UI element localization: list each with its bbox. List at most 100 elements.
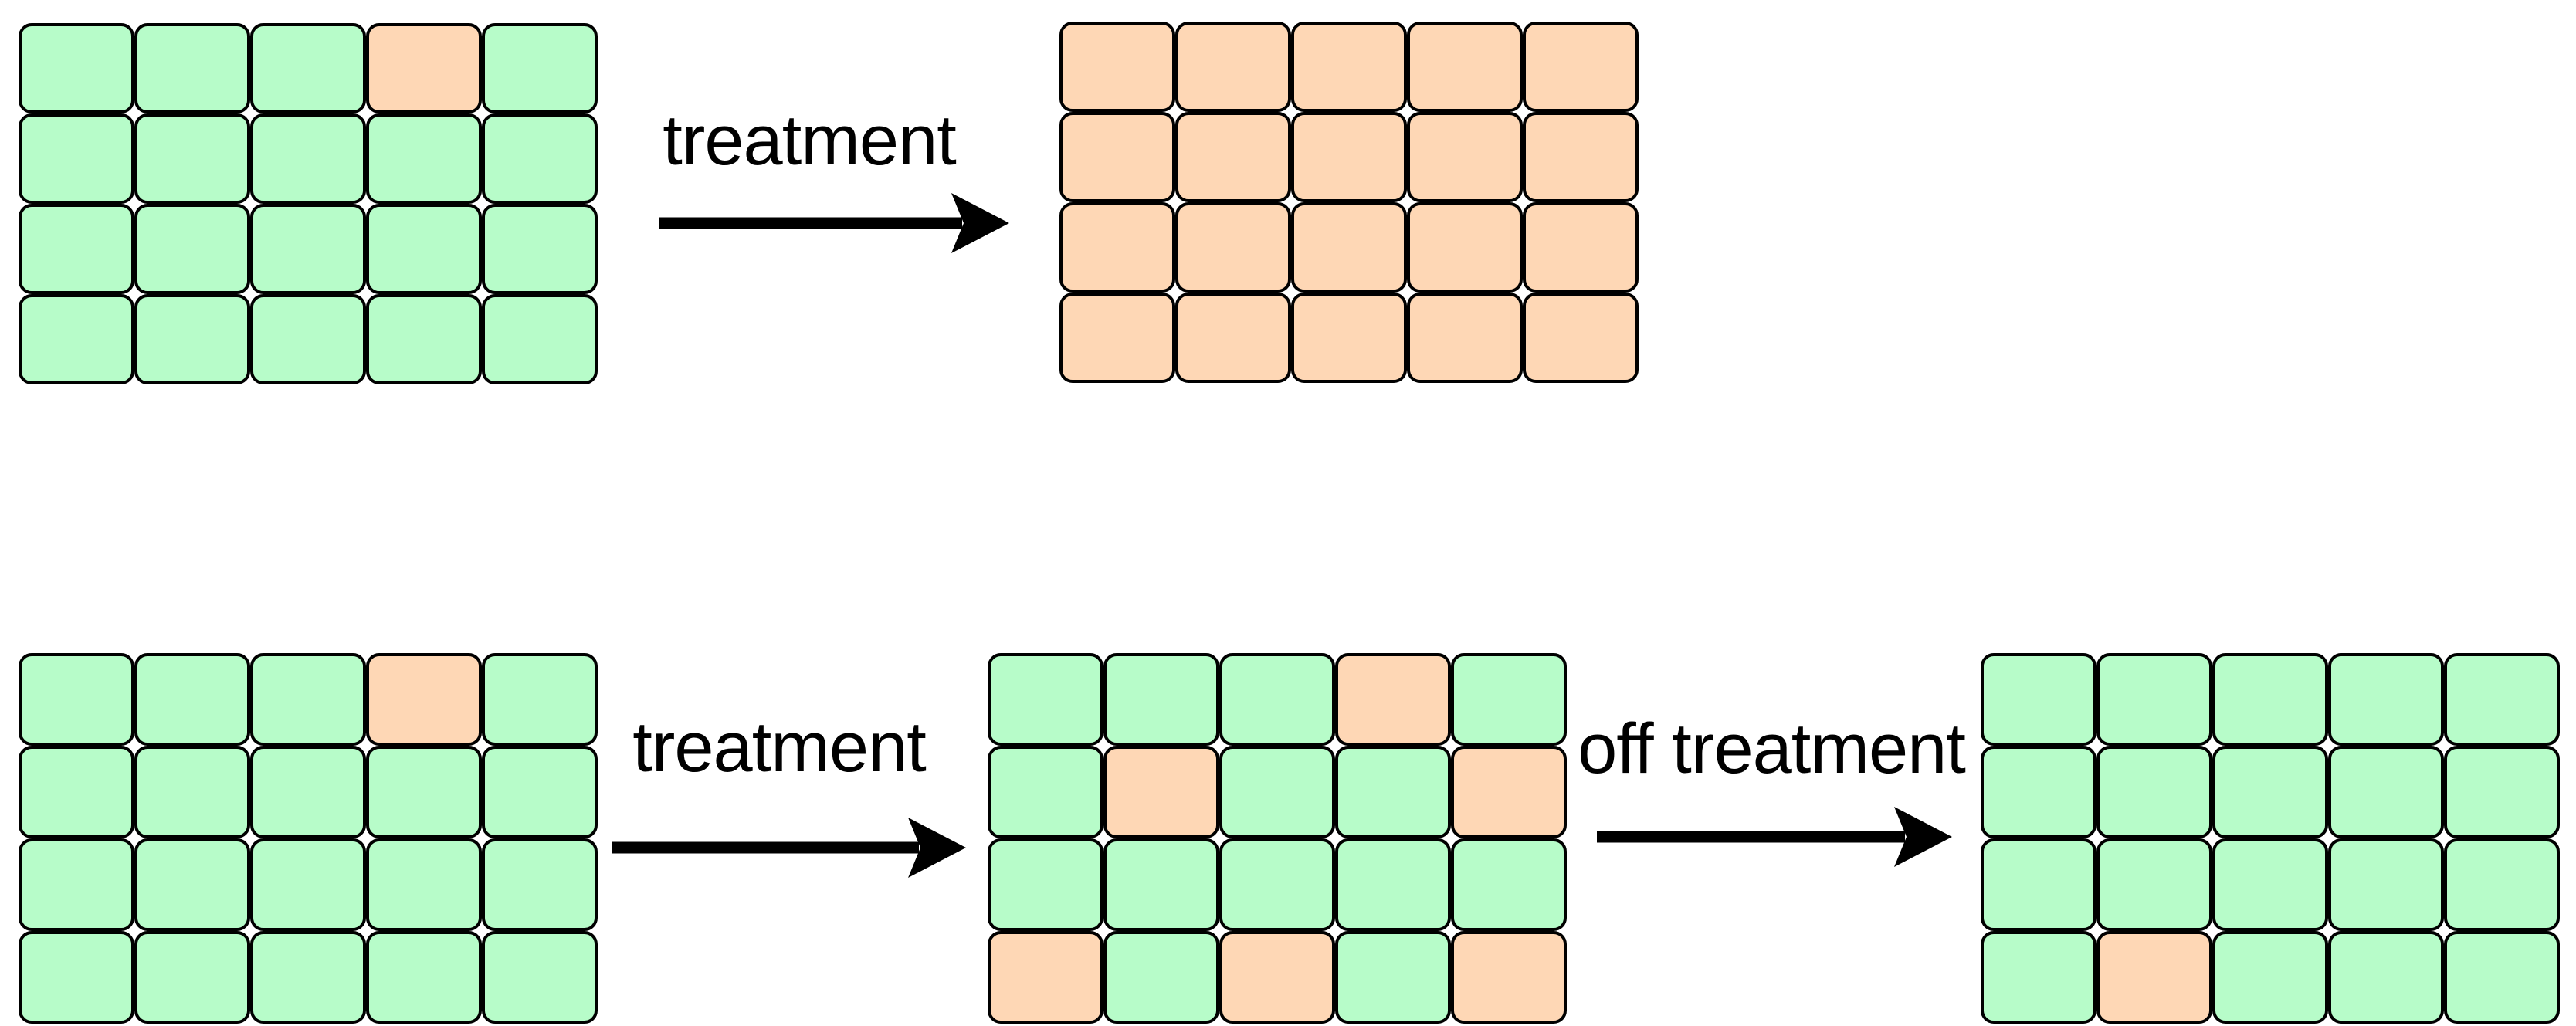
cell-r0c1-green <box>2096 653 2212 746</box>
cell-r1c0-green <box>988 746 1103 838</box>
cell-r1c3-green <box>366 113 482 204</box>
cell-r2c2-green <box>250 204 366 294</box>
cell-r3c2-green <box>2212 931 2328 1024</box>
cell-r2c1-orange <box>1175 202 1291 293</box>
cell-r0c2-green <box>2212 653 2328 746</box>
cell-r1c3-orange <box>1407 112 1523 202</box>
cell-r1c2-green <box>250 746 366 838</box>
cell-r0c0-orange <box>1059 22 1175 112</box>
grid-top-after-treatment <box>1059 22 1639 383</box>
cell-r3c1-green <box>134 931 250 1024</box>
cell-r2c2-green <box>1219 838 1335 931</box>
bottom-treatment-label: treatment <box>632 708 927 787</box>
cell-r1c3-green <box>1335 746 1451 838</box>
off-treatment-label: off treatment <box>1578 709 1966 788</box>
cell-r3c3-green <box>2328 931 2444 1024</box>
cell-r3c2-green <box>250 931 366 1024</box>
cell-r3c3-green <box>366 931 482 1024</box>
top-treatment-arrow <box>659 193 1009 253</box>
cell-r3c0-orange <box>988 931 1103 1024</box>
cell-r1c2-green <box>2212 746 2328 838</box>
cell-r0c0-green <box>1981 653 2096 746</box>
cell-r3c4-orange <box>1523 293 1639 383</box>
cell-r3c4-green <box>482 931 598 1024</box>
arrow-head-icon <box>908 818 966 878</box>
cell-r1c4-orange <box>1451 746 1567 838</box>
cell-r2c1-green <box>1103 838 1219 931</box>
cell-r0c0-green <box>19 23 134 113</box>
cell-r0c4-green <box>2444 653 2560 746</box>
cell-r1c4-green <box>482 746 598 838</box>
cell-r2c3-green <box>366 838 482 931</box>
arrow-head-icon <box>1894 807 1952 867</box>
cell-r1c4-green <box>2444 746 2560 838</box>
cell-r1c2-green <box>250 113 366 204</box>
cell-r3c1-green <box>1103 931 1219 1024</box>
cell-r0c3-orange <box>1335 653 1451 746</box>
cell-r3c0-green <box>19 931 134 1024</box>
cell-r3c4-green <box>2444 931 2560 1024</box>
cell-r1c2-green <box>1219 746 1335 838</box>
cell-r0c3-orange <box>366 23 482 113</box>
cell-r3c0-orange <box>1059 293 1175 383</box>
cell-r0c1-orange <box>1175 22 1291 112</box>
cell-r2c0-green <box>988 838 1103 931</box>
cell-r1c0-green <box>1981 746 2096 838</box>
cell-r1c1-green <box>2096 746 2212 838</box>
grid-bottom-off-treatment <box>1981 653 2560 1024</box>
cell-r3c3-green <box>1335 931 1451 1024</box>
cell-r3c1-green <box>134 294 250 384</box>
cell-r3c3-green <box>366 294 482 384</box>
cell-r3c4-orange <box>1451 931 1567 1024</box>
cell-r0c2-green <box>1219 653 1335 746</box>
cell-r2c4-green <box>482 204 598 294</box>
cell-r1c3-green <box>366 746 482 838</box>
cell-r2c2-orange <box>1291 202 1407 293</box>
cell-r3c3-orange <box>1407 293 1523 383</box>
cell-r0c1-green <box>134 23 250 113</box>
cell-r1c4-green <box>482 113 598 204</box>
cell-r2c2-green <box>250 838 366 931</box>
cell-r0c3-orange <box>366 653 482 746</box>
cell-r2c0-orange <box>1059 202 1175 293</box>
cell-r3c0-green <box>1981 931 2096 1024</box>
cell-r0c2-green <box>250 653 366 746</box>
cell-r0c0-green <box>988 653 1103 746</box>
cell-r3c0-green <box>19 294 134 384</box>
cell-r2c1-green <box>134 838 250 931</box>
cell-r3c1-orange <box>1175 293 1291 383</box>
cell-r1c0-green <box>19 113 134 204</box>
cell-r3c2-green <box>250 294 366 384</box>
cell-r0c4-green <box>1451 653 1567 746</box>
cell-r2c2-green <box>2212 838 2328 931</box>
grid-bottom-on-treatment <box>988 653 1567 1024</box>
cell-r1c1-orange <box>1103 746 1219 838</box>
cell-r1c1-green <box>134 746 250 838</box>
off-treatment-arrow <box>1597 807 1952 867</box>
cell-r1c1-green <box>134 113 250 204</box>
grid-bottom-before-treatment <box>19 653 598 1024</box>
cell-r0c4-green <box>482 653 598 746</box>
cell-r2c1-green <box>2096 838 2212 931</box>
cell-r0c2-orange <box>1291 22 1407 112</box>
top-treatment-label: treatment <box>663 101 957 180</box>
cell-r3c2-orange <box>1219 931 1335 1024</box>
cell-r1c3-green <box>2328 746 2444 838</box>
cell-r2c1-green <box>134 204 250 294</box>
cell-r3c4-green <box>482 294 598 384</box>
cell-r2c0-green <box>1981 838 2096 931</box>
cell-r2c4-green <box>2444 838 2560 931</box>
cell-r1c0-orange <box>1059 112 1175 202</box>
cell-r2c3-green <box>366 204 482 294</box>
bottom-treatment-arrow <box>612 818 966 878</box>
cell-r2c3-green <box>1335 838 1451 931</box>
cell-r2c3-green <box>2328 838 2444 931</box>
cell-r2c4-orange <box>1523 202 1639 293</box>
cell-r1c0-green <box>19 746 134 838</box>
cell-r3c1-orange <box>2096 931 2212 1024</box>
cell-r2c0-green <box>19 204 134 294</box>
cell-r2c3-orange <box>1407 202 1523 293</box>
cell-r1c4-orange <box>1523 112 1639 202</box>
cell-r0c4-orange <box>1523 22 1639 112</box>
